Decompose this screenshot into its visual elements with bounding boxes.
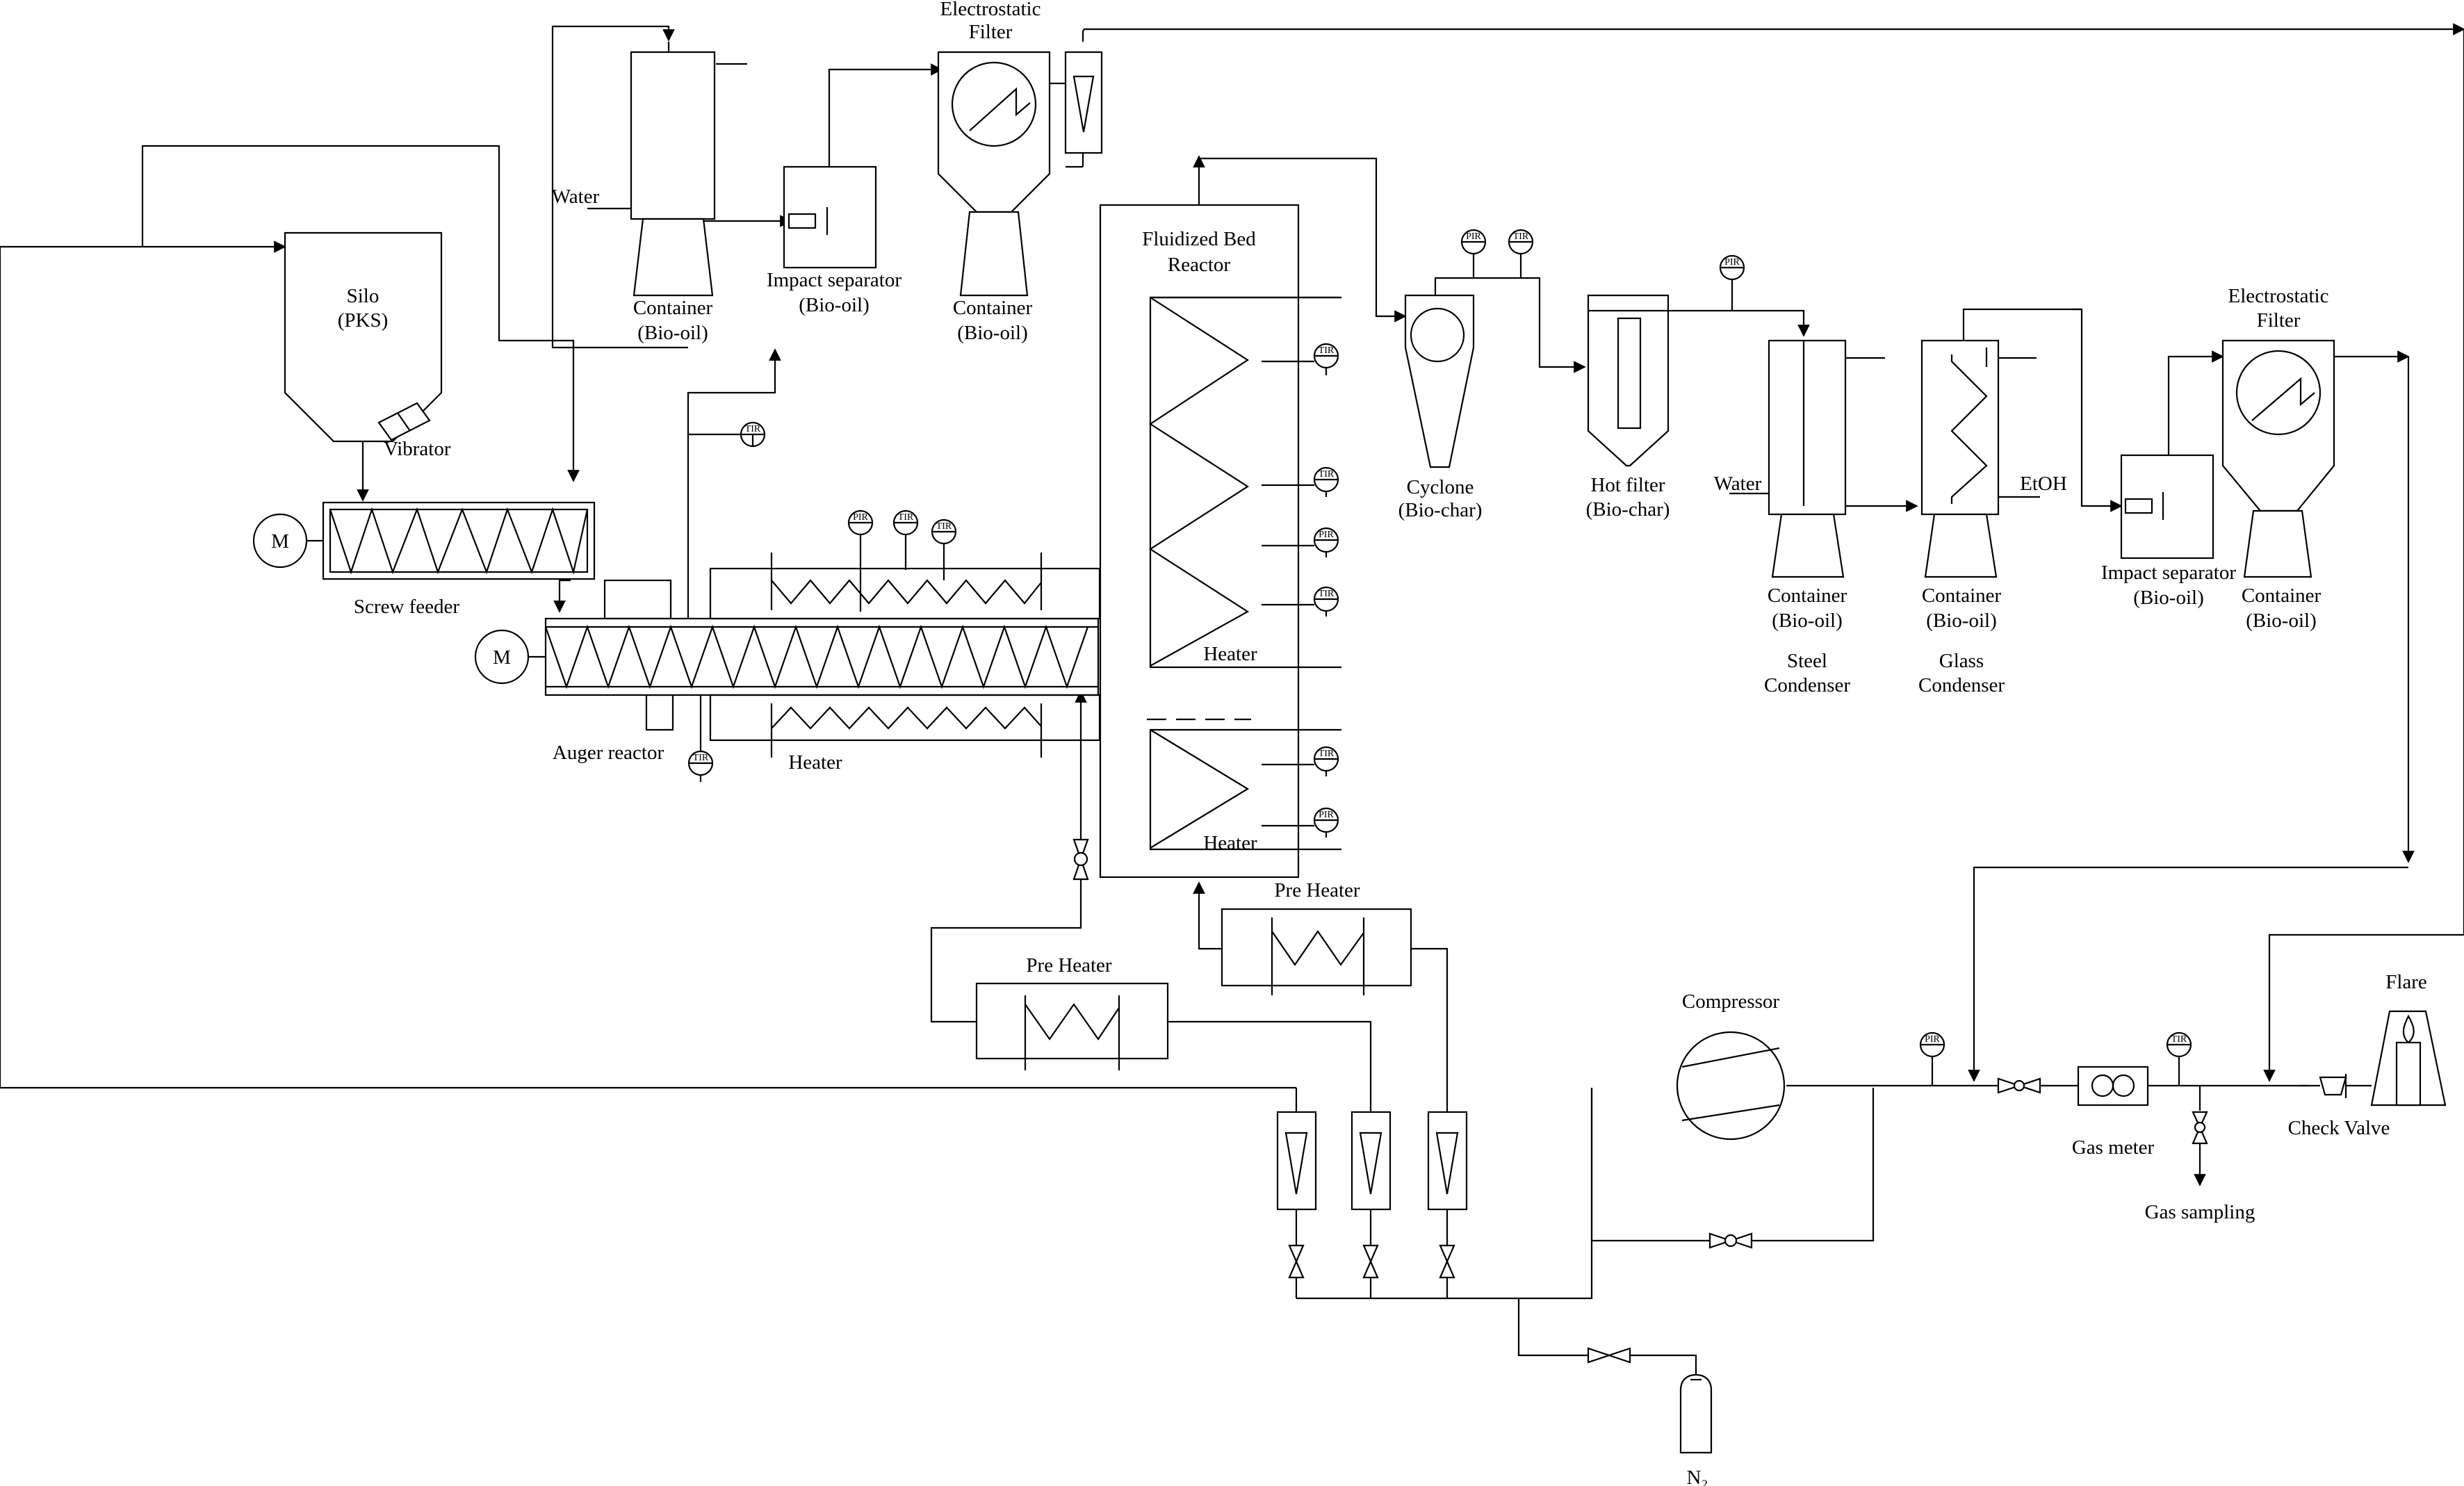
n2-label: N₂ <box>1686 1467 1708 1486</box>
pir-tag: PIR <box>1925 1034 1940 1045</box>
steel-condenser-label: Steel <box>1787 650 1827 672</box>
cyclone-sublabel: (Bio-char) <box>1398 499 1483 521</box>
electrostatic-filter-sublabel: Filter <box>2257 309 2301 332</box>
compressor-label: Compressor <box>1682 990 1780 1013</box>
rotameter-bottom-1 <box>1276 1111 1317 1211</box>
container-label: Container <box>633 297 713 319</box>
container-sublabel: (Bio-oil) <box>2246 610 2317 632</box>
piping <box>0 23 2464 1383</box>
pre-heater-1: Pre Heater <box>975 954 1169 1070</box>
vibrator: Vibrator <box>377 402 451 460</box>
container-sublabel: (Bio-oil) <box>1926 610 1997 632</box>
electrostatic-filter-label: Electrostatic <box>940 0 1041 20</box>
container-sublabel: (Bio-oil) <box>957 322 1028 344</box>
screw-feeder-motor: M <box>252 513 308 569</box>
hot-filter: Hot filter (Bio-char) <box>1586 294 1670 521</box>
screw-feeder: Screw feeder <box>295 501 596 618</box>
pir-tag: PIR <box>1724 257 1740 268</box>
heater-label: Heater <box>1203 832 1257 854</box>
silo-label: Silo <box>347 285 380 307</box>
gas-sampling-line: Gas sampling <box>2145 1086 2255 1223</box>
tir-tag: TIR <box>2171 1034 2187 1045</box>
n2-cylinder: N₂ <box>1679 1373 1713 1486</box>
instruments: TIR PIR TIR TIR TIR TIR TIR PIR TIR TIR … <box>687 229 2192 1086</box>
gas-sampling-label: Gas sampling <box>2145 1201 2255 1223</box>
pre-heater-label: Pre Heater <box>1026 954 1112 977</box>
fbr-label: Fluidized Bed <box>1142 228 1256 250</box>
pir-tag: PIR <box>853 512 868 523</box>
auger-motor: M <box>474 629 530 685</box>
container-label: Container <box>953 297 1033 319</box>
auger-reactor: Auger reactor <box>528 579 1100 764</box>
impact-separator-2: Impact separator (Bio-oil) <box>2101 454 2236 609</box>
fbr-sublabel: Reactor <box>1168 254 1231 276</box>
impact-separator-1: Impact separator (Bio-oil) <box>767 165 901 316</box>
tir-tag: TIR <box>1319 345 1335 356</box>
silo-sublabel: (PKS) <box>338 309 389 332</box>
tir-tag: TIR <box>936 521 952 532</box>
heater-label: Heater <box>788 751 842 774</box>
rotameter-bottom-2 <box>1351 1111 1392 1211</box>
etoh-label: EtOH <box>2020 473 2067 495</box>
screw-feeder-label: Screw feeder <box>354 596 459 618</box>
flare-label: Flare <box>2385 971 2427 993</box>
impact-separator-label: Impact separator <box>2101 562 2236 584</box>
pre-heater-2: Pre Heater <box>1221 879 1412 995</box>
fluidized-bed-reactor: Fluidized Bed Reactor Heater Heater <box>1099 204 1341 879</box>
pir-tag: PIR <box>1319 810 1334 820</box>
hot-filter-sublabel: (Bio-char) <box>1586 498 1670 521</box>
rotameter-bottom-3 <box>1427 1111 1468 1211</box>
steel-condenser: Water Container (Bio-oil) Steel Condense… <box>1714 339 1885 696</box>
pir-tag: PIR <box>1466 231 1481 242</box>
cyclone-label: Cyclone <box>1407 476 1474 498</box>
steel-condenser-sublabel: Condenser <box>1764 674 1850 696</box>
hot-filter-label: Hot filter <box>1590 474 1665 496</box>
tir-tag: TIR <box>693 753 709 763</box>
pir-tag: PIR <box>1319 530 1334 540</box>
gas-meter-label: Gas meter <box>2072 1136 2155 1159</box>
gas-meter: Gas meter <box>2072 1065 2155 1159</box>
flare: Flare <box>2370 971 2447 1107</box>
silo: Silo (PKS) <box>284 231 443 443</box>
electrostatic-filter-1: Electrostatic Filter Container (Bio-oil) <box>937 0 1051 344</box>
water-label: Water <box>552 186 600 208</box>
valves <box>1072 838 2208 1364</box>
condenser-1: Water Container (Bio-oil) <box>552 51 716 344</box>
auger-heater-bottom: Heater <box>709 694 1101 774</box>
heater-label: Heater <box>1203 643 1257 665</box>
container-sublabel: (Bio-oil) <box>1772 610 1843 632</box>
container-sublabel: (Bio-oil) <box>637 322 708 344</box>
glass-condenser-label: Glass <box>1939 650 1984 672</box>
electrostatic-filter-sublabel: Filter <box>969 21 1013 43</box>
impact-separator-label: Impact separator <box>767 269 901 291</box>
water-label: Water <box>1714 473 1762 495</box>
tir-tag: TIR <box>1319 469 1335 480</box>
check-valve: Check Valve <box>2288 1074 2390 1139</box>
glass-condenser-sublabel: Condenser <box>1918 674 2005 696</box>
check-valve-label: Check Valve <box>2288 1117 2390 1139</box>
electrostatic-filter-label: Electrostatic <box>2228 285 2329 307</box>
auger-reactor-label: Auger reactor <box>553 742 664 764</box>
vibrator-label: Vibrator <box>384 438 451 460</box>
tir-tag: TIR <box>898 512 914 523</box>
tir-tag: TIR <box>745 424 761 434</box>
container-label: Container <box>2242 585 2322 607</box>
cyclone: Cyclone (Bio-char) <box>1398 294 1483 521</box>
motor-label: M <box>493 646 511 669</box>
compressor: Compressor <box>1676 990 1786 1141</box>
impact-separator-sublabel: (Bio-oil) <box>2133 587 2204 609</box>
impact-separator-sublabel: (Bio-oil) <box>799 294 870 316</box>
container-label: Container <box>1922 585 2002 607</box>
tir-tag: TIR <box>1513 231 1529 242</box>
rotameter-top <box>1064 51 1103 154</box>
container-label: Container <box>1768 585 1847 607</box>
tir-tag: TIR <box>1319 749 1335 759</box>
tir-tag: TIR <box>1319 589 1335 599</box>
motor-label: M <box>271 530 289 553</box>
pre-heater-label: Pre Heater <box>1274 879 1360 901</box>
electrostatic-filter-2: Electrostatic Filter Container (Bio-oil) <box>2221 285 2335 632</box>
glass-condenser: EtOH Container (Bio-oil) Glass Condenser <box>1918 339 2067 696</box>
